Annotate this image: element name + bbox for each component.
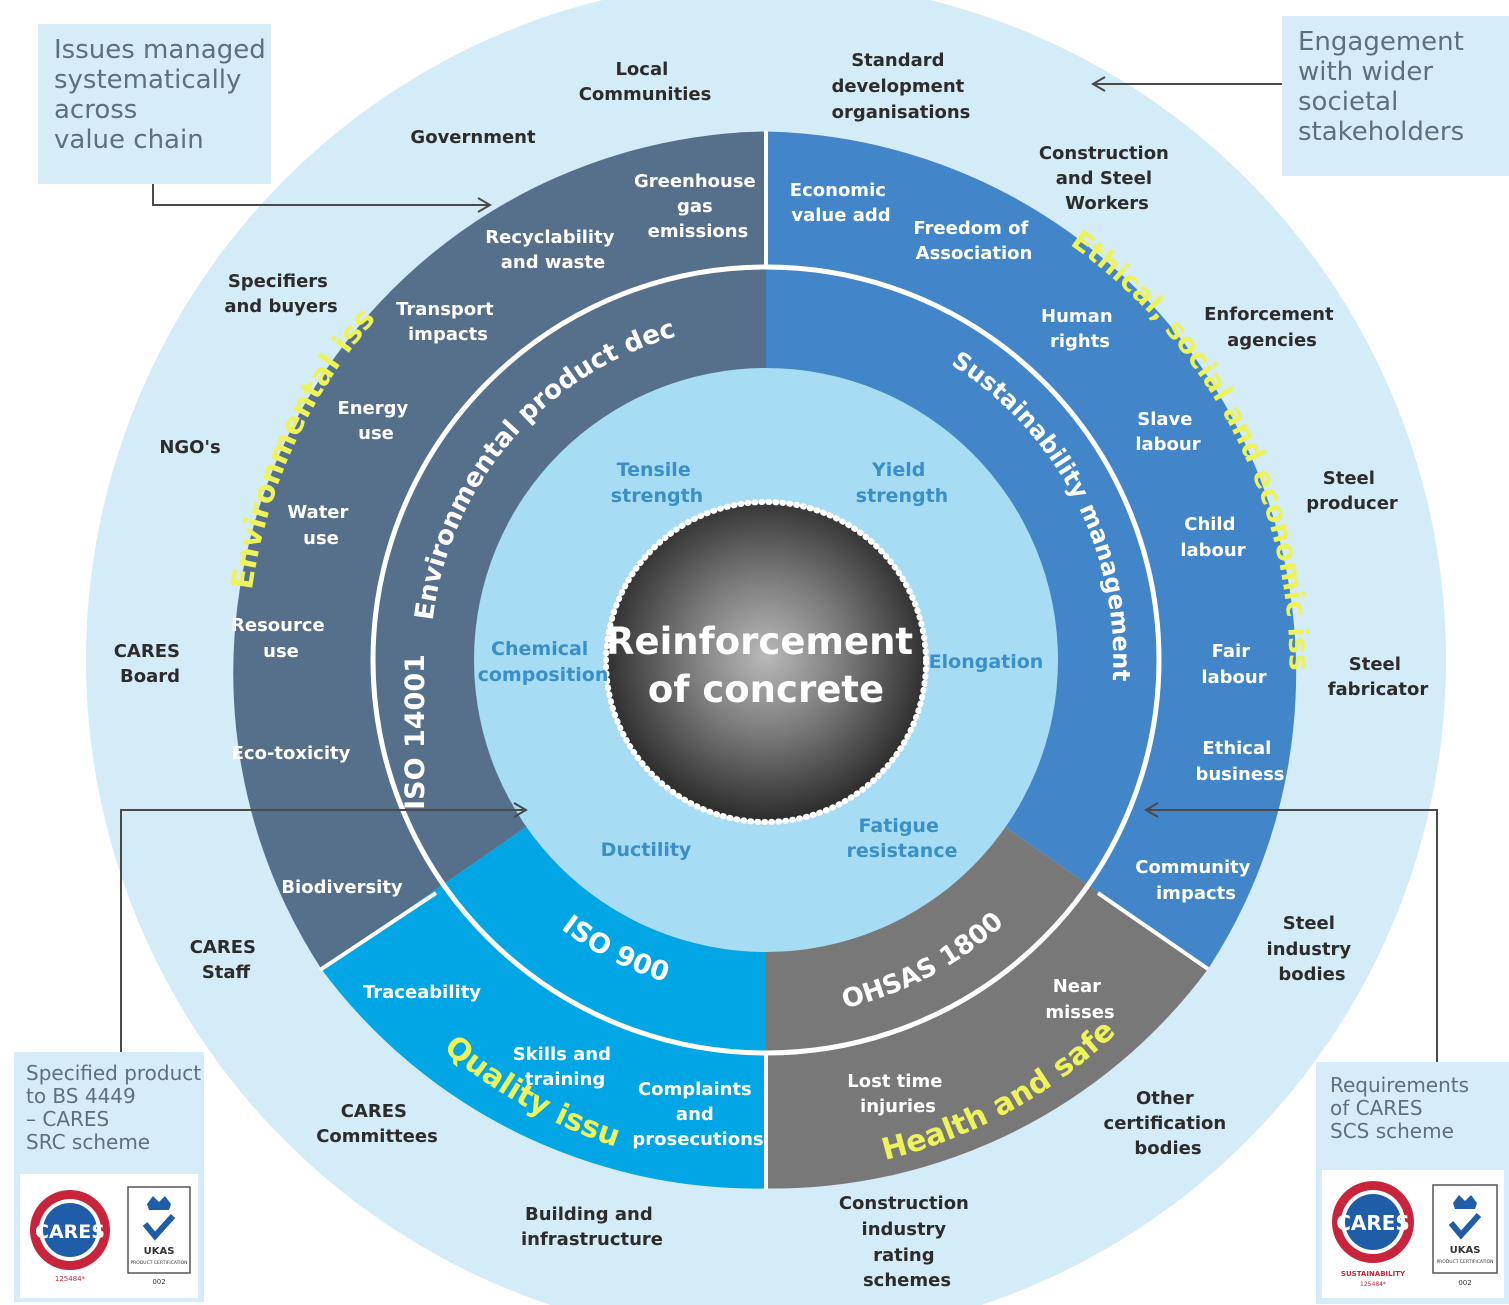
arrowhead-bottom-right [1144, 802, 1159, 818]
stakeholder-steel-industry-bodies: Steel industry bodies [1267, 913, 1358, 985]
arrow-bottom-right [1148, 809, 1438, 1062]
note-line: to BS 4449 [26, 1084, 136, 1108]
stakeholder-steel-producer: Steel producer [1306, 468, 1398, 514]
svg-text:CARES: CARES [1336, 1211, 1410, 1235]
issue-skills: Skills and training [513, 1044, 618, 1090]
svg-text:002: 002 [152, 1278, 165, 1286]
note-line: Specified product [26, 1061, 202, 1085]
ductility-label: Ductility [601, 839, 692, 861]
stakeholder-specifiers: Specifiers and buyers [224, 271, 337, 317]
note-line: Issues managed [54, 35, 266, 65]
iso14001-label: ISO 14001 [400, 654, 431, 810]
arrowhead-top-left [477, 197, 492, 213]
issue-ecotoxicity: Eco-toxicity [232, 743, 351, 764]
svg-text:125484*: 125484* [1360, 1281, 1386, 1288]
stakeholder-ngo: NGO's [159, 437, 220, 458]
issue-fair-labour: Fair labour [1201, 641, 1266, 688]
stakeholder-rating-schemes: Construction industry rating schemes [839, 1193, 975, 1291]
arrow-top-left [152, 180, 488, 206]
issue-freedom: Freedom of Association [913, 218, 1034, 264]
stakeholder-other-cert: Other certification bodies [1104, 1088, 1233, 1159]
issue-human-rights: Human rights [1041, 306, 1119, 352]
stakeholder-government: Government [410, 127, 536, 148]
issue-transport: Transport impacts [396, 299, 500, 345]
svg-text:UKAS: UKAS [144, 1246, 175, 1257]
note-line: stakeholders [1298, 116, 1465, 147]
stakeholder-construction-workers: Construction and Steel Workers [1039, 143, 1175, 214]
svg-text:UKAS: UKAS [1450, 1245, 1481, 1256]
stakeholder-building: Building and infrastructure [521, 1204, 663, 1250]
issue-water: Water use [287, 502, 354, 549]
note-line: SCS scheme [1330, 1119, 1454, 1143]
cares-sustainability-logo: CARES SUSTAINABILITY 125484* [1328, 1178, 1418, 1290]
issue-biodiversity: Biodiversity [281, 877, 403, 898]
note-line: of CARES [1330, 1096, 1423, 1120]
ukas-logo: UKAS PRODUCT CERTIFICATION 002 [127, 1186, 191, 1286]
logos-left: CARES 125484* UKAS PRODUCT CERTIFICATION… [20, 1174, 198, 1298]
stakeholder-cares-board: CARES Board [114, 641, 187, 687]
stakeholder-cares-staff: CARES Staff [190, 937, 263, 983]
cares-seal-icon: CARES SUSTAINABILITY 125484* [1332, 1181, 1414, 1288]
stakeholder-cares-committees: CARES Committees [316, 1101, 438, 1147]
issue-ethical-business: Ethical business [1195, 738, 1284, 785]
tensile-strength-label: Tensile strength [611, 459, 703, 507]
issue-lost-time: Lost time injuries [847, 1071, 948, 1117]
issue-near-misses: Near misses [1045, 976, 1114, 1023]
note-line: Engagement [1298, 27, 1464, 57]
note-line: – CARES [26, 1107, 110, 1131]
svg-text:125484*: 125484* [55, 1275, 86, 1283]
note-line: across [54, 94, 138, 125]
stakeholder-local-communities: Local Communities [579, 59, 712, 105]
stakeholder-enforcement: Enforcement agencies [1204, 304, 1340, 351]
note-line: systematically [54, 64, 242, 95]
issue-slave-labour: Slave labour [1135, 409, 1200, 455]
svg-text:PRODUCT CERTIFICATION: PRODUCT CERTIFICATION [130, 1260, 187, 1266]
note-top-right: Engagement with wider societal stakehold… [1282, 16, 1509, 176]
issue-resource: Resource use [231, 615, 331, 662]
issue-greenhouse: Greenhouse gas emissions [634, 171, 762, 242]
stakeholder-steel-fabricator: Steel fabricator [1328, 654, 1429, 700]
issue-community: Community impacts [1135, 857, 1257, 904]
issue-economic: Economic value add [790, 180, 892, 226]
fatigue-resistance-label: Fatigue resistance [847, 815, 958, 862]
svg-text:002: 002 [1458, 1279, 1471, 1287]
elongation-label: Elongation [929, 651, 1044, 673]
ukas-crown-icon: UKAS PRODUCT CERTIFICATION 002 [1432, 1184, 1498, 1287]
divider-lower-right [1096, 891, 1210, 971]
ukas-crown-icon: UKAS PRODUCT CERTIFICATION 002 [127, 1186, 191, 1286]
issue-complaints: Complaints and prosecutions [632, 1079, 763, 1150]
note-line: with wider [1298, 56, 1434, 87]
note-top-left: Issues managed systematically across val… [38, 24, 271, 184]
arrow-bottom-left [120, 809, 524, 1052]
arrowhead-top-right [1091, 76, 1106, 92]
logos-right: CARES SUSTAINABILITY 125484* UKAS PRODUC… [1322, 1170, 1504, 1298]
svg-text:SUSTAINABILITY: SUSTAINABILITY [1341, 1270, 1406, 1278]
divider-lower-left [318, 891, 438, 972]
center-label: Reinforcement of concrete [606, 620, 926, 711]
svg-text:PRODUCT CERTIFICATION: PRODUCT CERTIFICATION [1436, 1259, 1493, 1265]
issue-energy: Energy use [337, 398, 414, 444]
ukas-logo: UKAS PRODUCT CERTIFICATION 002 [1432, 1179, 1498, 1289]
svg-text:CARES: CARES [35, 1221, 105, 1243]
note-line: societal [1298, 86, 1399, 117]
cares-logo: CARES 125484* [27, 1188, 113, 1284]
cares-seal-icon: CARES 125484* [30, 1190, 110, 1283]
note-line: value chain [54, 124, 204, 155]
yield-strength-label: Yield strength [856, 459, 948, 507]
center-core [603, 499, 929, 825]
stakeholder-sdo: Standard development organisations [831, 50, 970, 123]
note-line: Requirements [1330, 1073, 1470, 1097]
chemical-composition-label: Chemical composition [478, 638, 609, 686]
note-line: SRC scheme [26, 1130, 151, 1154]
issue-traceability: Traceability [363, 982, 481, 1003]
issue-child-labour: Child labour [1180, 514, 1245, 561]
issue-recyclability: Recyclability and waste [485, 227, 620, 273]
arrowhead-bottom-left [513, 802, 528, 818]
